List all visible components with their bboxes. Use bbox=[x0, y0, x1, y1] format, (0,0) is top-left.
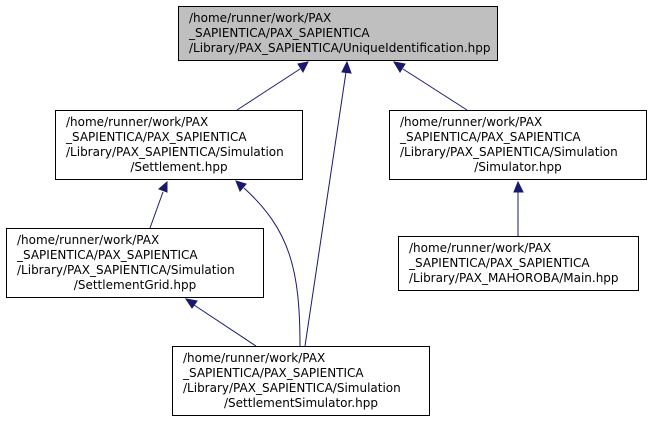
arrowhead-simulator-to-uniqueidentification bbox=[393, 61, 406, 73]
arrowhead-settlementsimulator-to-settlementgrid bbox=[184, 298, 198, 309]
node-box bbox=[398, 236, 639, 291]
edge-simulator-to-uniqueidentification bbox=[402, 68, 468, 111]
node-box bbox=[6, 228, 264, 298]
node-label-line: /home/runner/work/PAX bbox=[17, 233, 159, 247]
node-settlementsimulator-hpp[interactable]: /home/runner/work/PAX _SAPIENTICA/PAX_SA… bbox=[172, 346, 430, 416]
edge-settlementsimulator-to-settlement bbox=[243, 187, 301, 347]
node-label-line: /Library/PAX_MAHOROBA/Main.hpp bbox=[409, 271, 619, 285]
node-label-line: /home/runner/work/PAX bbox=[189, 11, 331, 25]
node-label-line: _SAPIENTICA/PAX_SAPIENTICA bbox=[182, 366, 364, 380]
node-label-line: _SAPIENTICA/PAX_SAPIENTICA bbox=[188, 26, 370, 40]
node-label-line: /Library/PAX_SAPIENTICA/Simulation bbox=[400, 145, 618, 159]
node-label-line: _SAPIENTICA/PAX_SAPIENTICA bbox=[399, 130, 581, 144]
node-label-line: /home/runner/work/PAX bbox=[400, 115, 542, 129]
node-settlement-hpp[interactable]: /home/runner/work/PAX _SAPIENTICA/PAX_SA… bbox=[55, 110, 303, 180]
node-simulator-hpp[interactable]: /home/runner/work/PAX _SAPIENTICA/PAX_SA… bbox=[389, 110, 647, 180]
edges-layer bbox=[149, 60, 524, 347]
node-label-line: /home/runner/work/PAX bbox=[66, 115, 208, 129]
node-uniqueidentification-hpp[interactable]: /home/runner/work/PAX _SAPIENTICA/PAX_SA… bbox=[178, 6, 498, 61]
node-box bbox=[389, 110, 647, 180]
node-label-line: /Library/PAX_SAPIENTICA/Simulation bbox=[183, 381, 401, 395]
edge-settlementgrid-to-settlement bbox=[149, 191, 164, 229]
node-label-line: /Library/PAX_SAPIENTICA/Simulation bbox=[66, 145, 284, 159]
edge-settlementsimulator-to-uniqueidentification bbox=[304, 71, 347, 347]
arrowhead-settlementgrid-to-settlement bbox=[158, 180, 168, 193]
node-box bbox=[178, 6, 498, 61]
node-label-line: /Settlement.hpp bbox=[130, 160, 227, 174]
node-label-line: /Simulator.hpp bbox=[474, 160, 562, 174]
edge-settlement-to-uniqueidentification bbox=[236, 68, 301, 111]
node-label-line: /SettlementSimulator.hpp bbox=[224, 396, 378, 410]
arrowhead-settlement-to-uniqueidentification bbox=[297, 61, 309, 74]
arrowhead-settlementsimulator-to-settlement bbox=[235, 180, 247, 192]
arrowhead-main-to-simulator bbox=[513, 180, 524, 193]
edge-settlementsimulator-to-settlementgrid bbox=[193, 304, 257, 347]
node-box bbox=[55, 110, 303, 180]
node-label-line: /Library/PAX_SAPIENTICA/Simulation bbox=[17, 263, 235, 277]
node-main-hpp[interactable]: /home/runner/work/PAX _SAPIENTICA/PAX_SA… bbox=[398, 236, 639, 291]
node-label-line: /home/runner/work/PAX bbox=[409, 241, 551, 255]
node-label-line: /Library/PAX_SAPIENTICA/UniqueIdentifica… bbox=[189, 41, 491, 55]
node-label-line: /SettlementGrid.hpp bbox=[74, 278, 196, 292]
arrowhead-settlementsimulator-to-uniqueidentification bbox=[341, 60, 352, 74]
node-label-line: _SAPIENTICA/PAX_SAPIENTICA bbox=[65, 130, 247, 144]
node-settlementgrid-hpp[interactable]: /home/runner/work/PAX _SAPIENTICA/PAX_SA… bbox=[6, 228, 264, 298]
node-box bbox=[172, 346, 430, 416]
node-label-line: _SAPIENTICA/PAX_SAPIENTICA bbox=[16, 248, 198, 262]
node-label-line: _SAPIENTICA/PAX_SAPIENTICA bbox=[408, 256, 590, 270]
node-label-line: /home/runner/work/PAX bbox=[183, 351, 325, 365]
